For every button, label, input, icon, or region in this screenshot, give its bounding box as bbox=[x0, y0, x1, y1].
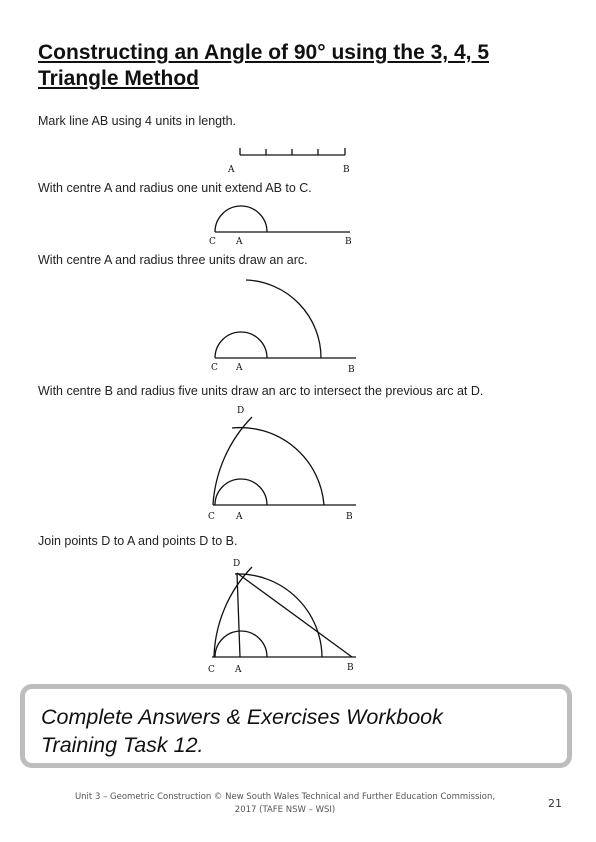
label-c: C bbox=[209, 237, 216, 247]
line-db bbox=[236, 572, 353, 658]
arc-radius-five bbox=[212, 416, 253, 506]
step-5-text: Join points D to A and points D to B. bbox=[38, 534, 238, 548]
page-title: Constructing an Angle of 90° using the 3… bbox=[38, 41, 490, 90]
arc-radius-five bbox=[213, 566, 253, 658]
label-a: A bbox=[227, 165, 235, 175]
label-a: A bbox=[235, 363, 243, 373]
label-c: C bbox=[208, 512, 215, 522]
label-d: D bbox=[237, 406, 244, 416]
exercise-callout-text: Complete Answers & Exercises Workbook Tr… bbox=[41, 703, 443, 759]
step-1-text: Mark line AB using 4 units in length. bbox=[38, 114, 237, 128]
footer-copyright-line-1: Unit 3 – Geometric Construction © New So… bbox=[74, 792, 496, 802]
exercise-callout-box: Complete Answers & Exercises Workbook Tr… bbox=[20, 684, 572, 768]
page-footer: Unit 3 – Geometric Construction © New So… bbox=[50, 791, 520, 817]
line-da bbox=[236, 572, 241, 658]
label-a: A bbox=[235, 237, 243, 247]
label-b: B bbox=[348, 365, 355, 375]
label-b: B bbox=[345, 237, 352, 247]
arc-radius-three bbox=[231, 426, 325, 506]
label-d: D bbox=[233, 559, 240, 569]
label-a: A bbox=[234, 665, 242, 675]
workbook-line: Complete Answers & Exercises Workbook bbox=[41, 705, 443, 729]
arc-radius-three bbox=[245, 279, 322, 359]
arc-radius-one bbox=[214, 478, 268, 506]
arc-radius-one bbox=[214, 630, 268, 658]
page-number: 21 bbox=[548, 797, 562, 810]
label-c: C bbox=[208, 665, 215, 675]
arc-radius-one bbox=[214, 205, 268, 233]
step-2-text: With centre A and radius one unit extend… bbox=[38, 181, 312, 195]
training-task-line: Training Task 12. bbox=[41, 733, 204, 757]
label-b: B bbox=[343, 165, 350, 175]
arc-radius-one bbox=[214, 331, 268, 359]
arc-radius-three bbox=[234, 573, 323, 658]
label-b: B bbox=[346, 512, 353, 522]
step-3-text: With centre A and radius three units dra… bbox=[38, 253, 308, 267]
label-a: A bbox=[235, 512, 243, 522]
footer-copyright-line-2: 2017 (TAFE NSW – WSI) bbox=[234, 805, 336, 815]
step-4-text: With centre B and radius five units draw… bbox=[38, 384, 484, 398]
label-b: B bbox=[347, 663, 354, 673]
label-c: C bbox=[211, 363, 218, 373]
